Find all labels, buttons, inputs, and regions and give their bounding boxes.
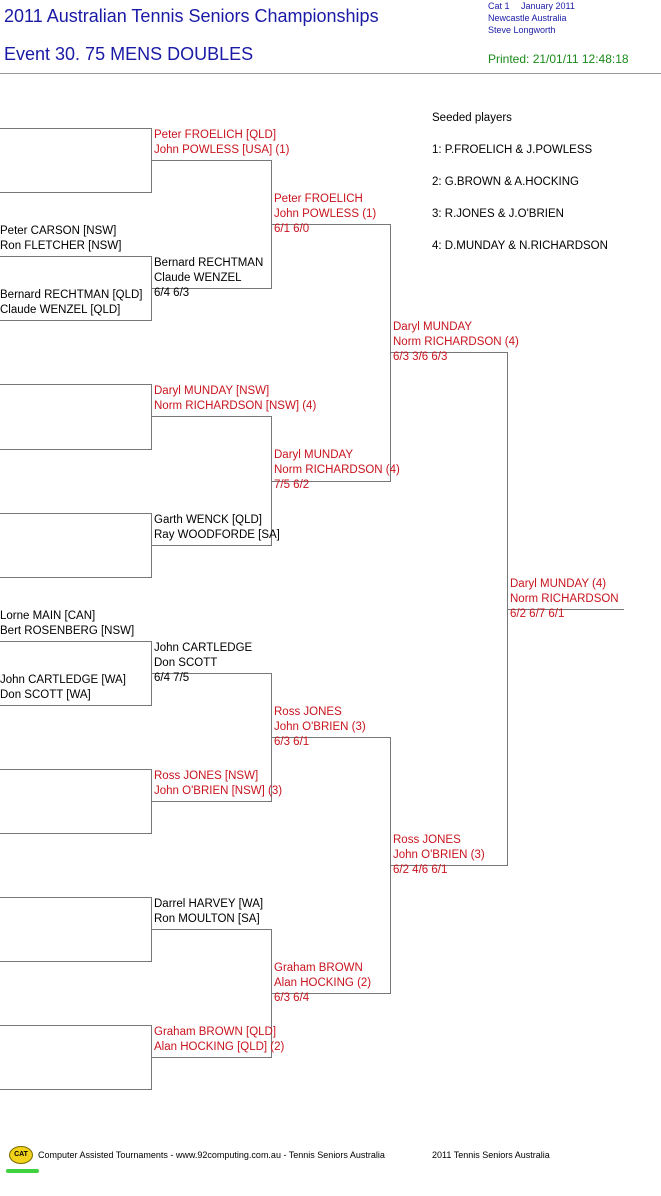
r1-slot-3: Bernard RECHTMAN [QLD]Claude WENZEL [QLD… — [0, 289, 143, 316]
seeds-title: Seeded players — [432, 112, 512, 124]
r1-line — [0, 449, 151, 450]
category-label: Cat 1 — [488, 1, 510, 11]
r2-match-8: Graham BROWN [QLD]Alan HOCKING [QLD] (2) — [154, 1026, 285, 1053]
r1-line — [0, 833, 151, 834]
cat-logo: CAT — [9, 1146, 33, 1164]
r2-match-7: Darrel HARVEY [WA]Ron MOULTON [SA] — [154, 898, 264, 925]
r1-line — [0, 769, 151, 770]
footer-copyright: 2011 Tennis Seniors Australia — [432, 1150, 550, 1160]
seed-3: 3: R.JONES & J.O'BRIEN — [432, 208, 564, 220]
r1-line — [0, 320, 151, 321]
r1-slot-2: Peter CARSON [NSW]Ron FLETCHER [NSW] — [0, 225, 122, 252]
event-title: Event 30. 75 MENS DOUBLES — [4, 44, 254, 64]
r1-line — [0, 897, 151, 898]
sf-line — [390, 865, 507, 866]
r2-line — [151, 929, 271, 930]
qf-connector — [390, 224, 391, 482]
r2-match-4: Garth WENCK [QLD]Ray WOODFORDE [SA] — [154, 514, 280, 541]
seed-4: 4: D.MUNDAY & N.RICHARDSON — [432, 240, 608, 252]
seed-1: 1: P.FROELICH & J.POWLESS — [432, 144, 593, 156]
r2-match-1: Peter FROELICH [QLD]John POWLESS [USA] (… — [154, 129, 290, 156]
r1-line — [0, 192, 151, 193]
r2-line — [151, 673, 271, 674]
r2-line — [151, 288, 271, 289]
final-line — [507, 609, 624, 610]
sf-line — [390, 352, 507, 353]
r2-line — [151, 416, 271, 417]
r2-line — [151, 1057, 271, 1058]
page-title: 2011 Australian Tennis Seniors Champions… — [4, 6, 379, 26]
cat-logo-underline — [6, 1169, 39, 1173]
r2-line — [151, 801, 271, 802]
header-divider — [0, 73, 661, 74]
qf-line — [271, 993, 390, 994]
seed-2: 2: G.BROWN & A.HOCKING — [432, 176, 579, 188]
qf-line — [271, 481, 390, 482]
r1-line — [0, 128, 151, 129]
month-label: January 2011 — [521, 1, 575, 11]
r1-line — [0, 256, 151, 257]
location-label: Newcastle Australia — [488, 13, 567, 23]
r2-line — [151, 545, 271, 546]
r1-line — [0, 1025, 151, 1026]
r1-line — [0, 513, 151, 514]
r1-line — [0, 961, 151, 962]
footer-credit: Computer Assisted Tournaments - www.92co… — [38, 1150, 385, 1160]
qf-line — [271, 737, 390, 738]
r1-line — [0, 1089, 151, 1090]
r1-connector — [151, 384, 152, 450]
r2-match-3: Daryl MUNDAY [NSW]Norm RICHARDSON [NSW] … — [154, 385, 317, 412]
r1-slot-7: John CARTLEDGE [WA]Don SCOTT [WA] — [0, 674, 126, 701]
printed-timestamp: Printed: 21/01/11 12:48:18 — [488, 52, 629, 66]
r1-line — [0, 384, 151, 385]
r1-line — [0, 641, 151, 642]
r1-line — [0, 705, 151, 706]
r2-line — [151, 160, 271, 161]
r2-match-6: Ross JONES [NSW]John O'BRIEN [NSW] (3) — [154, 770, 283, 797]
r1-slot-6: Lorne MAIN [CAN]Bert ROSENBERG [NSW] — [0, 610, 135, 637]
referee-label: Steve Longworth — [488, 25, 556, 35]
r1-line — [0, 577, 151, 578]
qf-line — [271, 224, 390, 225]
